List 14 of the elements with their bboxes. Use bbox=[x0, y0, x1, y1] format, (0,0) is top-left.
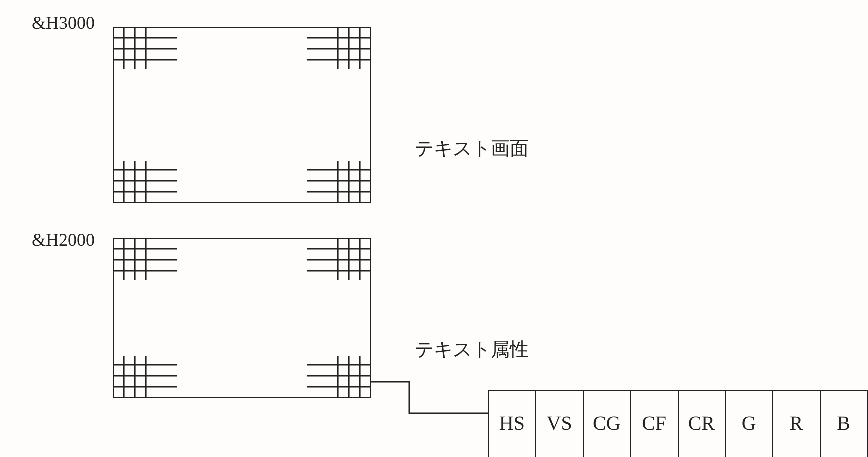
register-row bbox=[488, 390, 868, 457]
register-field: CF bbox=[631, 391, 678, 457]
register-field: R bbox=[773, 391, 821, 457]
register-field: HS bbox=[489, 391, 536, 457]
register-field: B bbox=[820, 391, 868, 457]
register-field: G bbox=[726, 391, 774, 457]
register-field: VS bbox=[536, 391, 584, 457]
area-label: テキスト画面 bbox=[415, 138, 529, 162]
address-label: &H2000 bbox=[32, 230, 95, 251]
register-field: CG bbox=[584, 391, 632, 457]
address-label: &H3000 bbox=[32, 13, 95, 34]
connector-line bbox=[371, 381, 488, 414]
register-field: CR bbox=[678, 391, 726, 457]
area-label: テキスト属性 bbox=[415, 339, 529, 363]
